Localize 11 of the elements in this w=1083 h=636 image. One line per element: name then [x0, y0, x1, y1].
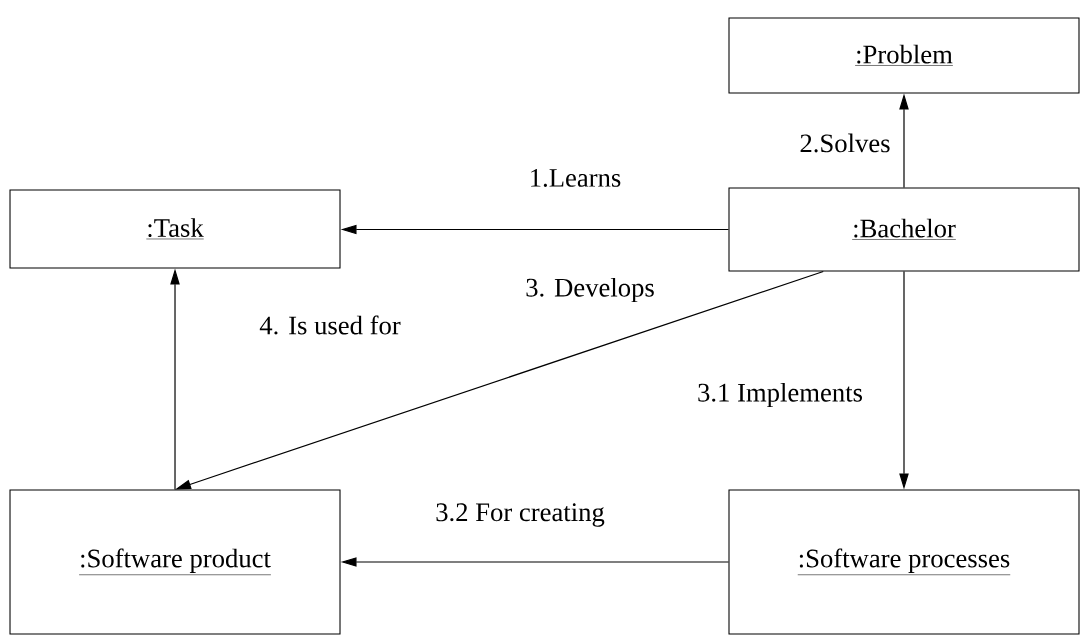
edge-label: 4. Is used for — [257, 314, 403, 336]
object-box: :Task — [9, 189, 341, 269]
object-box: :Software product — [9, 489, 341, 635]
edge-label: 2.Solves — [798, 132, 892, 154]
edge-label: 3.2 For creating — [433, 501, 607, 529]
object-box: :Software processes — [728, 489, 1080, 635]
edge-label: 3. Develops — [523, 276, 657, 304]
object-box: :Problem — [728, 17, 1080, 94]
edge-label: 3.1 Implements — [695, 381, 865, 409]
object-box: :Bachelor — [728, 187, 1080, 272]
edge-label: 1.Learns — [527, 167, 623, 189]
